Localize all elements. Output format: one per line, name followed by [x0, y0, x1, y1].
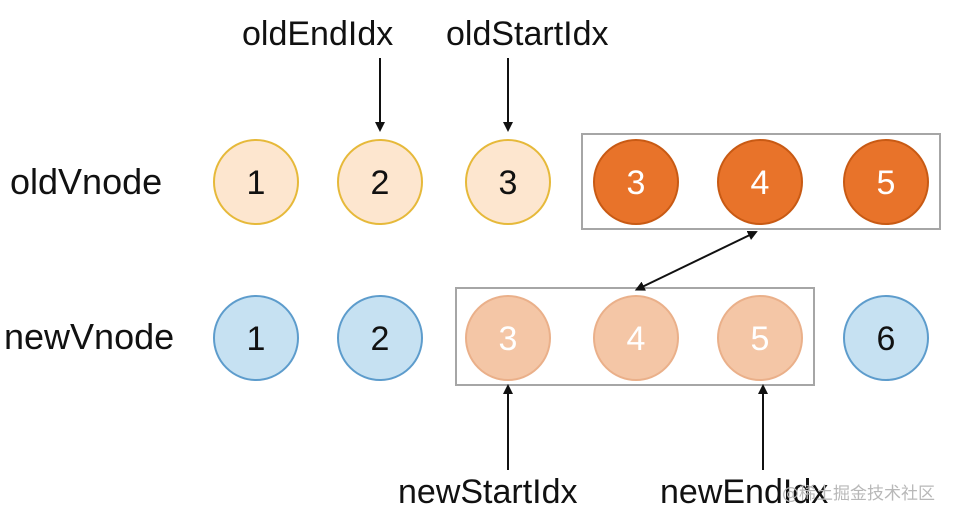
new-vnode-2-circle — [337, 295, 423, 381]
new-vnode-3-circle — [465, 295, 551, 381]
new-vnode-2-value: 2 — [371, 320, 390, 358]
old-vnode-1-value: 1 — [247, 164, 266, 202]
new-vnode-5-value: 5 — [751, 320, 770, 358]
new-vnode-6-circle — [843, 295, 929, 381]
old-vnode-6-circle — [843, 139, 929, 225]
old-vnode-4-value: 3 — [627, 164, 646, 202]
new-vnode-6-value: 6 — [877, 320, 896, 358]
old-end-idx-label: oldEndIdx — [242, 15, 393, 53]
new-vnode-3-value: 3 — [499, 320, 518, 358]
new-start-idx-label: newStartIdx — [398, 473, 578, 511]
match-double-arrow — [634, 230, 758, 291]
new-vnode-label: newVnode — [4, 316, 174, 357]
new-vnode-4-value: 4 — [627, 320, 646, 358]
old-vnode-3-value: 3 — [499, 164, 518, 202]
old-vnode-4-circle — [593, 139, 679, 225]
watermark-text: @稀土掘金技术社区 — [782, 484, 935, 504]
new-vnode-row: 1 2 3 4 5 6 — [213, 295, 929, 381]
old-vnode-3-circle — [465, 139, 551, 225]
old-vnode-5-value: 4 — [751, 164, 770, 202]
new-vnode-5-circle — [717, 295, 803, 381]
new-end-idx-label: newEndIdx — [660, 473, 828, 511]
old-vnode-6-value: 5 — [877, 164, 896, 202]
new-vnode-1-circle — [213, 295, 299, 381]
old-group-box — [581, 133, 941, 230]
old-vnode-2-circle — [337, 139, 423, 225]
old-vnode-label: oldVnode — [10, 161, 162, 202]
old-vnode-2-value: 2 — [371, 164, 390, 202]
old-vnode-row: 1 2 3 3 4 5 — [213, 139, 929, 225]
new-vnode-1-value: 1 — [247, 320, 266, 358]
old-start-idx-label: oldStartIdx — [446, 15, 609, 53]
old-vnode-1-circle — [213, 139, 299, 225]
old-vnode-5-circle — [717, 139, 803, 225]
new-vnode-4-circle — [593, 295, 679, 381]
